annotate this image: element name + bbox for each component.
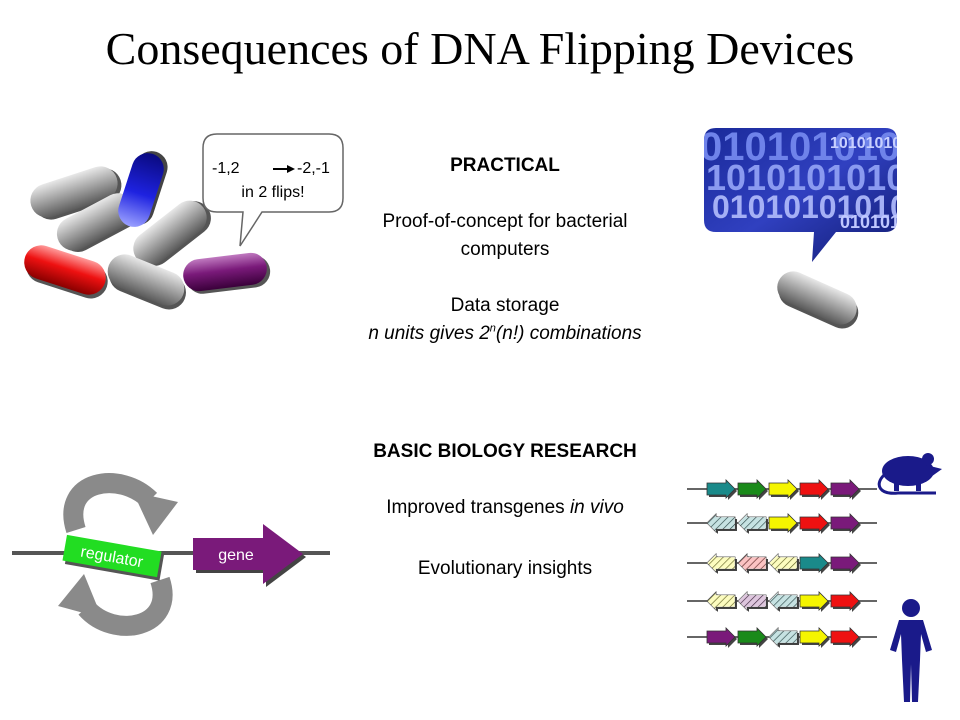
practical-line2: computers bbox=[460, 239, 550, 260]
inverted-gene-hatch bbox=[707, 554, 735, 572]
research-line1-text: Improved transgenes bbox=[386, 497, 570, 518]
gene-segment-arrow bbox=[737, 627, 767, 647]
regulator-box: regulator bbox=[62, 534, 164, 581]
gene-arrays bbox=[687, 479, 877, 648]
gene-segment-arrow bbox=[830, 627, 860, 647]
binary-row: 1010101010101 bbox=[706, 157, 960, 198]
human-icon bbox=[890, 599, 932, 702]
gene-segment-arrow bbox=[768, 479, 798, 499]
gene-segment-arrow bbox=[830, 513, 860, 533]
bacterium-blue bbox=[118, 151, 168, 227]
bacterium-gray bbox=[777, 271, 859, 329]
bacterium-gray bbox=[30, 166, 122, 220]
gene-arrow: gene bbox=[193, 524, 306, 587]
inverted-gene-hatch bbox=[769, 554, 797, 572]
binary-row: 0101010101010 bbox=[840, 212, 960, 232]
cycle-arrow-bottom bbox=[78, 576, 173, 636]
research-line1: Improved transgenes in vivo bbox=[300, 494, 710, 522]
formula-superscript: n bbox=[489, 322, 496, 335]
mouse-icon bbox=[877, 453, 942, 495]
gene-segment-arrow bbox=[737, 479, 767, 499]
cycle-arrow-top bbox=[63, 473, 158, 534]
inverted-gene-hatch bbox=[769, 628, 797, 646]
research-heading: BASIC BIOLOGY RESEARCH bbox=[373, 441, 637, 462]
practical-heading: PRACTICAL bbox=[450, 155, 560, 176]
gene-segment-arrow bbox=[799, 513, 829, 533]
bacterium-gray bbox=[107, 254, 186, 310]
slide-title: Consequences of DNA Flipping Devices bbox=[105, 23, 855, 74]
gene-segment-arrow bbox=[706, 627, 736, 647]
bacterium-red bbox=[24, 245, 108, 299]
bubble-flips-text: in 2 flips! bbox=[241, 184, 304, 201]
cycle-arrowhead-icon bbox=[58, 574, 102, 618]
bubble-right-text: -2,-1 bbox=[297, 160, 330, 177]
binary-data-bubble: 0101010101010 1010101010101 010101010101… bbox=[700, 125, 960, 329]
gene-segment-arrow bbox=[799, 479, 829, 499]
binary-row: 0101010101010 bbox=[712, 189, 943, 225]
gene-segment-arrow bbox=[799, 627, 829, 647]
in-vivo-text: in vivo bbox=[569, 497, 624, 518]
practical-line1: Proof-of-concept for bacterial bbox=[382, 211, 628, 232]
gene-segment-arrow bbox=[830, 591, 860, 611]
inverted-gene-hatch bbox=[738, 514, 766, 532]
cycle-arrowhead-icon bbox=[133, 492, 178, 535]
gene-segment-arrow bbox=[799, 591, 829, 611]
formula-part-a: n units gives 2 bbox=[368, 323, 490, 344]
speech-bubble: -1,2 -2,-1 in 2 flips! bbox=[202, 133, 344, 247]
gene-segment-arrow bbox=[768, 513, 798, 533]
binary-row: 0101010101010 bbox=[700, 125, 960, 169]
bubble-left-text: -1,2 bbox=[212, 160, 240, 177]
research-line2: Evolutionary insights bbox=[417, 558, 593, 579]
formula-part-b: (n!) combinations bbox=[495, 323, 642, 344]
gene-segment-arrow bbox=[830, 479, 860, 499]
gene-segment-arrow bbox=[830, 553, 860, 573]
inverted-gene-hatch bbox=[738, 554, 766, 572]
gene-label: gene bbox=[218, 547, 254, 564]
inverted-gene-hatch bbox=[769, 592, 797, 610]
inverted-gene-hatch bbox=[738, 592, 766, 610]
bacterium-purple bbox=[183, 252, 271, 294]
inverted-gene-hatch bbox=[707, 514, 735, 532]
bacterium-gray bbox=[133, 200, 211, 266]
regulatory-circuit: regulator gene bbox=[12, 473, 330, 636]
inverted-gene-hatch bbox=[707, 592, 735, 610]
data-storage-heading: Data storage bbox=[450, 295, 560, 316]
binary-row: 1010101010101 bbox=[830, 135, 946, 152]
combinations-formula: n units gives 2n(n!) combinations bbox=[300, 320, 710, 348]
gene-segment-arrow bbox=[706, 479, 736, 499]
bacteria-cluster bbox=[24, 151, 271, 310]
gene-segment-arrow bbox=[799, 553, 829, 573]
arrow-head-icon bbox=[287, 165, 295, 173]
